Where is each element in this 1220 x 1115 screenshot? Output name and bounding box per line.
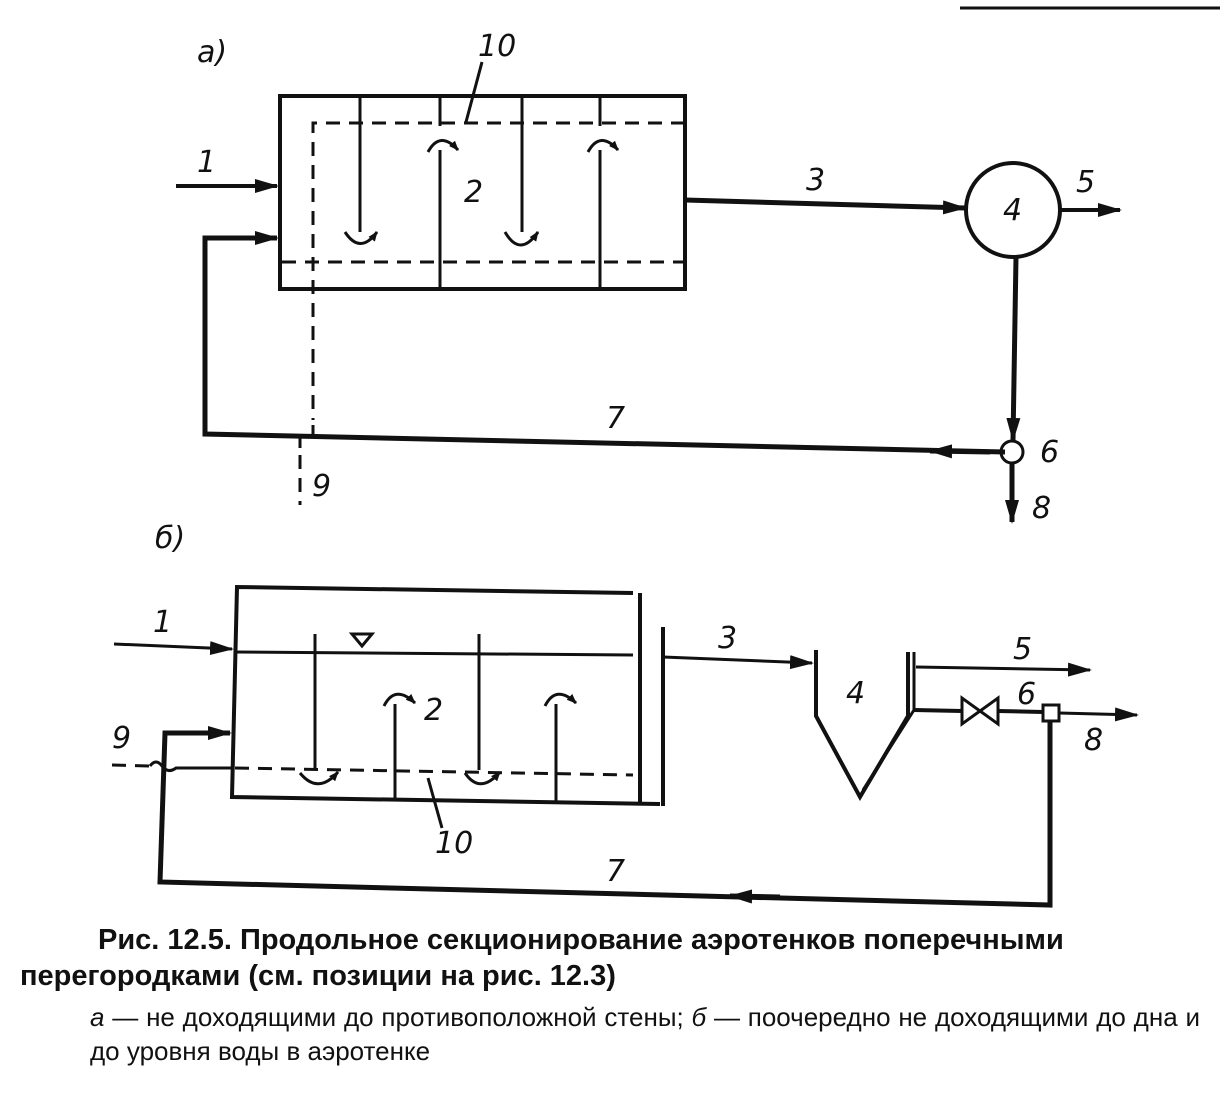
- panel-a-flow-arrow-1: [343, 231, 379, 245]
- panel-b-flow-arrow-2: [382, 692, 417, 707]
- panel-b-flow-arrow-3: [463, 770, 502, 786]
- panel-b: б): [111, 521, 1139, 908]
- panel-b-label-6: 6: [1017, 677, 1036, 712]
- panel-a-flow-arrow-3: [503, 231, 540, 247]
- panel-b-leader-10: [426, 777, 444, 829]
- panel-a-label-3: 3: [806, 163, 825, 198]
- panel-b-label-1: 1: [153, 605, 172, 640]
- panel-a-label-6: 6: [1040, 435, 1059, 470]
- caption-text-a: — не доходящими до противоположной стены…: [104, 1002, 692, 1032]
- panel-a-recycle-line: [202, 231, 1006, 455]
- panel-a-label-4: 4: [1003, 193, 1022, 228]
- panel-b-tee: [1041, 703, 1061, 723]
- caption-text-b: — поочередно не доходящими до дна и до у…: [90, 1002, 1200, 1066]
- panel-a-recycle-arrow: [928, 444, 991, 459]
- panel-b-influent-arrow: [113, 641, 234, 656]
- panel-b-label-9: 9: [112, 721, 131, 756]
- panel-a-air-line: [311, 121, 685, 420]
- panel-b-sludge-line: [913, 708, 963, 713]
- caption-title-line-1: Рис. 12.5. Продольное секционирование аэ…: [98, 924, 1064, 956]
- caption-marker-a: а: [90, 1002, 105, 1032]
- panel-b-clarifier: [814, 650, 910, 802]
- panel-a-label-7: 7: [606, 401, 625, 436]
- panel-b-water-level-mark: [348, 632, 376, 649]
- panel-b-valve-right: [977, 695, 1000, 727]
- panel-b-label-5: 5: [1013, 632, 1032, 667]
- panel-b-valve-left: [960, 695, 983, 727]
- panel-b-label-2: 2: [424, 693, 443, 728]
- caption-marker-b: б: [691, 1002, 707, 1032]
- panel-a: а) 1 2: [176, 29, 1122, 526]
- panel-a-label-2: 2: [464, 175, 483, 210]
- figure-caption-body: а — не доходящими до противоположной сте…: [20, 1000, 1200, 1068]
- panel-b-flow-arrow-4: [543, 692, 578, 707]
- panel-a-label-10: 10: [478, 29, 516, 64]
- panel-b-recycle-line: [157, 720, 1053, 908]
- panel-b-air-line-in: [111, 763, 151, 768]
- panel-b-sludge-line-2: [997, 709, 1044, 714]
- panel-b-label-7: 7: [606, 854, 625, 889]
- panel-a-label-8: 8: [1032, 491, 1051, 526]
- caption-title-line-2: перегородками (см. позиции на рис. 12.3): [20, 960, 616, 992]
- caption-body-text: а — не доходящими до противоположной сте…: [20, 1000, 1200, 1068]
- figure-caption-title: Рис. 12.5. Продольное секционирование аэ…: [20, 922, 1200, 994]
- panel-a-label-1: 1: [197, 145, 216, 180]
- panel-b-recycle-arrow: [728, 889, 781, 904]
- panel-b-effluent-arrow: [662, 655, 814, 670]
- panel-a-effluent-arrow: [684, 197, 967, 215]
- panel-b-label-8: 8: [1084, 723, 1103, 758]
- panel-b-water-level: [234, 650, 634, 657]
- panel-b-tag: б): [155, 521, 185, 556]
- panel-a-label-5: 5: [1076, 165, 1095, 200]
- panel-a-label-9: 9: [312, 469, 331, 504]
- panel-b-label-3: 3: [718, 621, 737, 656]
- panel-b-clarified-outlet: [915, 662, 1092, 677]
- panel-a-flow-arrow-4: [586, 139, 620, 153]
- panel-a-flow-arrow-2: [426, 139, 460, 153]
- panel-a-tag: а): [197, 35, 227, 70]
- panel-b-aeration-tank: [229, 584, 661, 806]
- panel-b-excess-sludge-arrow: [1058, 707, 1139, 722]
- panel-a-leader-10: [464, 61, 484, 123]
- panel-b-label-10: 10: [435, 826, 473, 861]
- panel-a-sludge-line: [1006, 256, 1021, 442]
- panel-b-label-4: 4: [846, 676, 865, 711]
- panel-a-aeration-tank: [278, 94, 687, 291]
- panel-b-air-line: [234, 766, 634, 777]
- panel-b-flow-arrow-1: [298, 770, 340, 786]
